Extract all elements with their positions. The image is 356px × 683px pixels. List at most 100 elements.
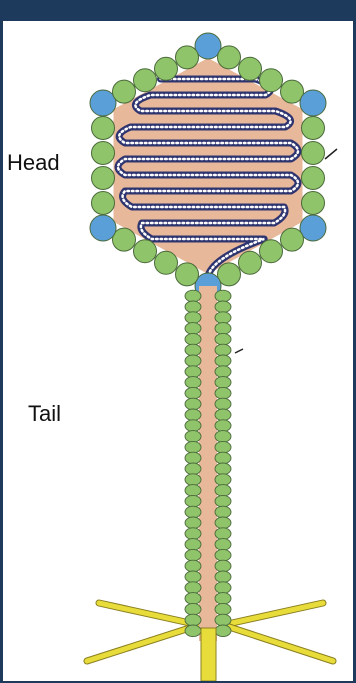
sheath-ring-left bbox=[185, 582, 201, 594]
head-label: Head bbox=[7, 152, 60, 174]
sheath-ring-left bbox=[185, 528, 201, 540]
sheath-ring-right bbox=[215, 625, 231, 637]
sheath-ring-left bbox=[185, 409, 201, 421]
sheath-ring-right bbox=[215, 549, 231, 561]
capsomere bbox=[92, 117, 115, 140]
sheath-ring-right bbox=[215, 539, 231, 551]
sheath-ring-right bbox=[215, 355, 231, 367]
sheath-ring-right bbox=[215, 517, 231, 529]
capsomere bbox=[302, 142, 325, 165]
sheath-ring-left bbox=[185, 366, 201, 378]
sheath-ring-left bbox=[185, 323, 201, 335]
sheath-ring-right bbox=[215, 485, 231, 497]
sheath-ring-left bbox=[185, 441, 201, 453]
sheath-ring-left bbox=[185, 614, 201, 626]
capsomere bbox=[134, 240, 157, 263]
sheath-ring-right bbox=[215, 366, 231, 378]
sheath-ring-right bbox=[215, 474, 231, 486]
tail-core bbox=[199, 286, 217, 641]
capsomere bbox=[113, 80, 136, 103]
capsomere bbox=[155, 251, 178, 274]
capsomere bbox=[239, 251, 262, 274]
tail-tip bbox=[201, 628, 216, 681]
capsomere bbox=[92, 142, 115, 165]
sheath-ring-left bbox=[185, 463, 201, 475]
sheath-ring-right bbox=[215, 420, 231, 432]
sheath-ring-left bbox=[185, 539, 201, 551]
sheath-ring-right bbox=[215, 387, 231, 399]
sheath-ring-left bbox=[185, 387, 201, 399]
tail-label: Tail bbox=[28, 403, 61, 425]
tail-fiber bbox=[99, 603, 199, 625]
sheath-ring-left bbox=[185, 506, 201, 518]
sheath-ring-left bbox=[185, 495, 201, 507]
capsomere bbox=[92, 192, 115, 215]
sheath-ring-left bbox=[185, 377, 201, 389]
capsomere bbox=[302, 192, 325, 215]
capsomere-vertex bbox=[300, 90, 326, 116]
tail-pointer-mark bbox=[235, 349, 243, 353]
sheath-ring-left bbox=[185, 312, 201, 324]
sheath-ring-right bbox=[215, 398, 231, 410]
diagram-panel: Head Tail bbox=[3, 21, 353, 681]
capsomere bbox=[155, 57, 178, 80]
sheath-ring-right bbox=[215, 312, 231, 324]
tail-fiber bbox=[87, 625, 199, 661]
sheath-ring-right bbox=[215, 463, 231, 475]
sheath-ring-right bbox=[215, 431, 231, 443]
sheath-ring-left bbox=[185, 452, 201, 464]
sheath-ring-right bbox=[215, 560, 231, 572]
sheath-ring-right bbox=[215, 571, 231, 583]
capsomere bbox=[176, 263, 199, 286]
sheath-ring-right bbox=[215, 333, 231, 345]
sheath-ring-left bbox=[185, 560, 201, 572]
sheath-ring-right bbox=[215, 452, 231, 464]
sheath-ring-left bbox=[185, 333, 201, 345]
sheath-ring-right bbox=[215, 614, 231, 626]
sheath-ring-left bbox=[185, 420, 201, 432]
sheath-ring-right bbox=[215, 323, 231, 335]
sheath-ring-left bbox=[185, 625, 201, 637]
capsomere bbox=[260, 240, 283, 263]
sheath-ring-right bbox=[215, 495, 231, 507]
tail-fiber bbox=[223, 603, 323, 625]
capsomere-vertex bbox=[90, 215, 116, 241]
sheath-ring-right bbox=[215, 603, 231, 615]
sheath-ring-right bbox=[215, 301, 231, 313]
capsomere bbox=[260, 69, 283, 92]
sheath-ring-right bbox=[215, 593, 231, 605]
sheath-ring-left bbox=[185, 603, 201, 615]
sheath-ring-left bbox=[185, 398, 201, 410]
tail-fiber bbox=[223, 625, 333, 661]
sheath-ring-right bbox=[215, 409, 231, 421]
sheath-ring-right bbox=[215, 506, 231, 518]
capsomere bbox=[302, 117, 325, 140]
sheath-ring-left bbox=[185, 431, 201, 443]
sheath-ring-left bbox=[185, 301, 201, 313]
sheath-ring-right bbox=[215, 582, 231, 594]
tail bbox=[185, 286, 231, 641]
sheath-ring-right bbox=[215, 290, 231, 302]
sheath-ring-left bbox=[185, 474, 201, 486]
capsomere bbox=[281, 228, 304, 251]
sheath-ring-right bbox=[215, 344, 231, 356]
sheath-ring-left bbox=[185, 517, 201, 529]
sheath-ring-left bbox=[185, 344, 201, 356]
sheath-ring-left bbox=[185, 355, 201, 367]
sheath-ring-right bbox=[215, 377, 231, 389]
sheath-ring-left bbox=[185, 485, 201, 497]
capsomere-vertex bbox=[195, 33, 221, 59]
sheath-ring-left bbox=[185, 290, 201, 302]
capsomere bbox=[92, 167, 115, 190]
capsomere bbox=[218, 46, 241, 69]
bacteriophage-diagram bbox=[3, 21, 353, 681]
sheath-ring-right bbox=[215, 441, 231, 453]
sheath-ring-right bbox=[215, 528, 231, 540]
sheath-ring-left bbox=[185, 571, 201, 583]
capsomere-vertex bbox=[300, 215, 326, 241]
capsomere bbox=[302, 167, 325, 190]
capsomere bbox=[239, 57, 262, 80]
capsomere-vertex bbox=[90, 90, 116, 116]
head-pointer-mark bbox=[325, 149, 337, 159]
capsomere bbox=[134, 69, 157, 92]
